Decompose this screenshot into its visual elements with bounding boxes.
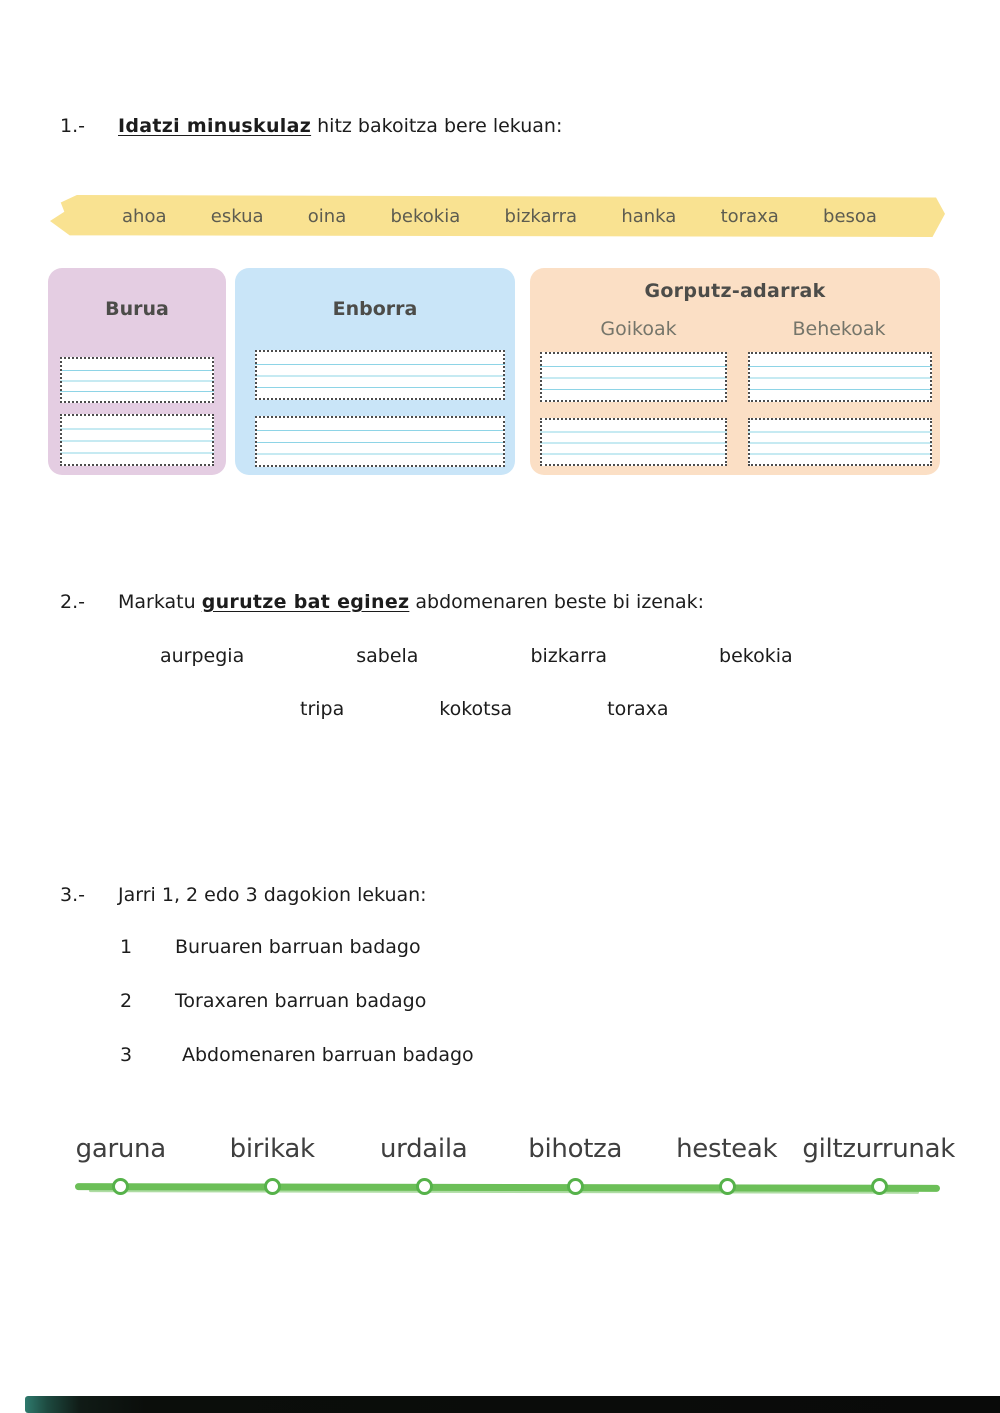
- answer-field-enborra-1[interactable]: [255, 350, 505, 400]
- box-burua: Burua: [48, 268, 226, 475]
- exercise3-item-3-text: Abdomenaren barruan badago: [182, 1044, 474, 1066]
- organ-label-birikak: birikak: [229, 1134, 315, 1164]
- answer-spot-urdaila[interactable]: [415, 1178, 433, 1195]
- option-word-aurpegia[interactable]: aurpegia: [160, 645, 245, 667]
- exercise3-item-3-number: 3: [120, 1044, 133, 1066]
- answer-field-goikoak-2[interactable]: [540, 418, 727, 466]
- exercise3-number: 3.-: [60, 884, 85, 906]
- answer-spot-hesteak[interactable]: [719, 1178, 737, 1195]
- exercise3-item-3: 3 Abdomenaren barruan badago: [120, 1044, 474, 1066]
- organ-label-urdaila: urdaila: [379, 1134, 468, 1164]
- page-bottom-edge: [25, 1396, 1000, 1413]
- option-word-kokotsa[interactable]: kokotsa: [439, 698, 513, 720]
- answer-spot-garuna[interactable]: [112, 1178, 130, 1195]
- exercise3-item-2-text: Toraxaren barruan badago: [175, 990, 427, 1012]
- exercise2-options-row2: tripa kokotsa toraxa: [300, 698, 669, 720]
- exercise2-number: 2.-: [60, 591, 85, 613]
- box-enborra-title: Enborra: [332, 298, 418, 320]
- answer-field-burua-1[interactable]: [60, 357, 214, 403]
- word-bank-item: toraxa: [720, 205, 779, 227]
- option-word-bizkarra[interactable]: bizkarra: [530, 645, 608, 667]
- box-gorputz-adarrak: Gorputz-adarrak Goikoak Behekoak: [530, 268, 940, 475]
- column-header-behekoak: Behekoak: [792, 318, 886, 340]
- organ-label-bihotza: bihotza: [528, 1134, 623, 1164]
- organ-labels-row: garuna birikak urdaila bihotza hesteak g…: [45, 1134, 956, 1164]
- answer-field-behekoak-1[interactable]: [748, 352, 932, 402]
- exercise2-instruction-bold: gurutze bat eginez: [201, 591, 410, 613]
- answer-field-burua-2[interactable]: [60, 414, 214, 466]
- option-word-sabela[interactable]: sabela: [356, 645, 419, 667]
- answer-field-behekoak-2[interactable]: [748, 418, 932, 466]
- exercise2-options-row1: aurpegia sabela bizkarra bekokia: [160, 645, 793, 667]
- answer-spots-row: [45, 1178, 955, 1195]
- exercise3-item-1-text: Buruaren barruan badago: [175, 936, 421, 958]
- answer-spot-giltzurrunak[interactable]: [870, 1178, 888, 1195]
- exercise3-instruction: Jarri 1, 2 edo 3 dagokion lekuan:: [118, 884, 427, 906]
- exercise1-instruction: Idatzi minuskulaz hitz bakoitza bere lek…: [118, 114, 562, 139]
- organ-label-garuna: garuna: [75, 1134, 167, 1164]
- word-bank-strip: ahoa eskua oina bekokia bizkarra hanka t…: [50, 195, 945, 237]
- exercise1-instruction-bold: Idatzi minuskulaz: [118, 115, 312, 137]
- exercise1-instruction-rest: hitz bakoitza bere lekuan:: [311, 115, 563, 137]
- option-word-tripa[interactable]: tripa: [300, 698, 345, 720]
- word-bank-item: oina: [307, 205, 347, 227]
- word-bank-item: eskua: [210, 205, 264, 227]
- column-header-goikoak: Goikoak: [600, 318, 677, 340]
- word-bank-item: bizkarra: [504, 205, 578, 227]
- exercise3-item-2-number: 2: [120, 990, 133, 1012]
- box-gorputz-title: Gorputz-adarrak: [644, 280, 826, 302]
- exercise3-item-1: 1 Buruaren barruan badago: [120, 936, 421, 958]
- organ-label-hesteak: hesteak: [676, 1134, 778, 1164]
- answer-field-goikoak-1[interactable]: [540, 352, 727, 402]
- option-word-bekokia[interactable]: bekokia: [719, 645, 793, 667]
- answer-field-enborra-2[interactable]: [255, 416, 505, 467]
- exercise2-heading: 2.- Markatu gurutze bat eginez abdomenar…: [60, 590, 704, 615]
- exercise1-number: 1.-: [60, 115, 85, 137]
- answer-spot-birikak[interactable]: [264, 1178, 281, 1195]
- exercise3-item-2: 2 Toraxaren barruan badago: [120, 990, 426, 1012]
- exercise2-instruction: Markatu gurutze bat eginez abdomenaren b…: [118, 590, 704, 615]
- option-word-toraxa[interactable]: toraxa: [607, 698, 669, 720]
- answer-spot-bihotza[interactable]: [567, 1178, 585, 1195]
- exercise1-heading: 1.- Idatzi minuskulaz hitz bakoitza bere…: [60, 114, 562, 139]
- exercise2-instruction-pre: Markatu: [118, 591, 202, 613]
- word-bank-item: ahoa: [122, 205, 167, 227]
- exercise3-heading: 3.- Jarri 1, 2 edo 3 dagokion lekuan:: [60, 883, 427, 908]
- organ-label-giltzurrunak: giltzurrunak: [802, 1134, 955, 1164]
- word-bank-item: besoa: [823, 205, 877, 227]
- exercise2-instruction-rest: abdomenaren beste bi izenak:: [409, 591, 705, 613]
- exercise3-item-1-number: 1: [120, 936, 133, 958]
- box-enborra: Enborra: [235, 268, 515, 475]
- word-bank-item: hanka: [621, 205, 677, 227]
- word-bank-item: bekokia: [390, 205, 461, 227]
- box-burua-title: Burua: [105, 298, 169, 320]
